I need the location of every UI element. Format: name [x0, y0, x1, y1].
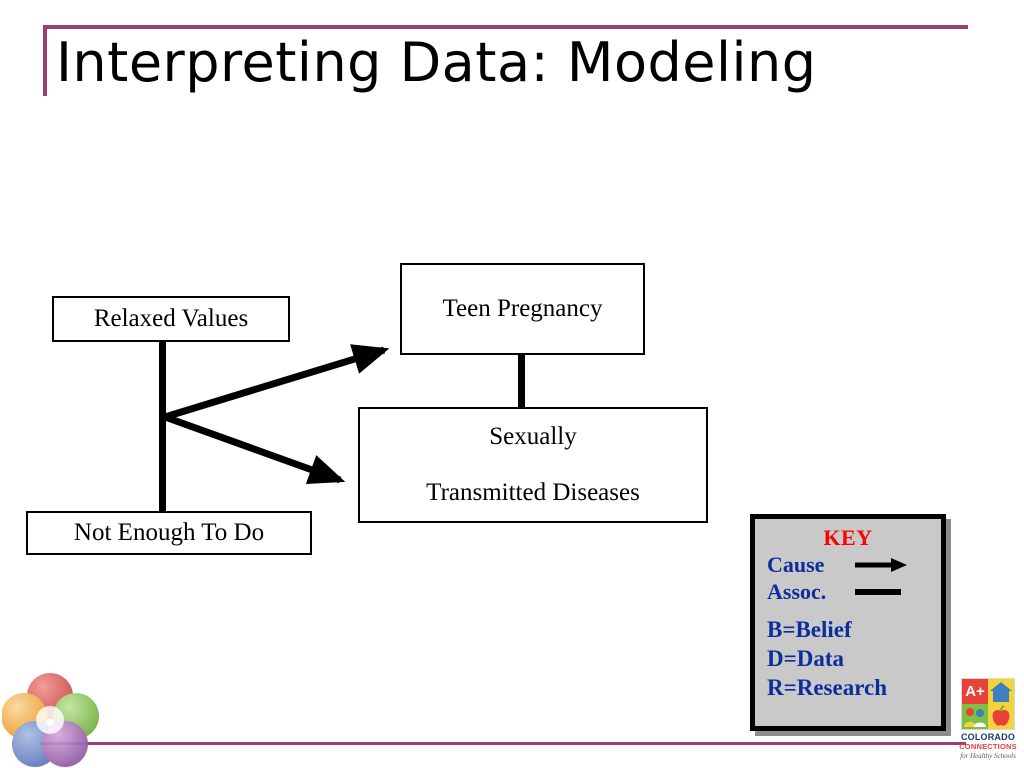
- node-std-label-line1: Sexually: [489, 423, 577, 450]
- key-title: KEY: [823, 525, 873, 550]
- title-rule-top: [43, 25, 968, 29]
- footer-rule: [40, 742, 966, 745]
- wordmark-colorado: COLORADO: [960, 732, 1016, 742]
- arrow-junction-to-std: [163, 413, 346, 485]
- node-sexually-transmitted-diseases[interactable]: Sexually Transmitted Diseases: [358, 407, 708, 523]
- node-not-enough-to-do-label: Not Enough To Do: [73, 519, 265, 546]
- key-definition-data: D=Data: [767, 646, 844, 671]
- connector-teen-pregnancy-to-std: [518, 354, 525, 408]
- colorado-connections-wordmark: COLORADO CONNECTIONS for Healthy Schools: [958, 732, 1018, 761]
- house-icon: [990, 681, 1012, 702]
- node-not-enough-to-do[interactable]: Not Enough To Do: [26, 511, 312, 555]
- node-teen-pregnancy-label: Teen Pregnancy: [442, 295, 603, 322]
- apple-icon: [992, 704, 1010, 726]
- wordmark-connections: CONNECTIONS: [959, 742, 1017, 751]
- five-petal-flower-logo: [2, 673, 99, 767]
- key-definition-research: R=Research: [767, 675, 887, 700]
- wordmark-tagline: for Healthy Schools: [960, 752, 1016, 760]
- arrow-junction-to-teen-pregnancy: [163, 344, 390, 421]
- title-rule-left: [43, 25, 47, 96]
- people-tile: [962, 704, 988, 729]
- node-relaxed-values[interactable]: Relaxed Values: [52, 296, 290, 342]
- a-plus-tile-text: A+: [965, 683, 985, 700]
- apple-tile: [988, 704, 1014, 729]
- key-row-assoc: Assoc.: [755, 578, 941, 605]
- key-row-cause: Cause: [755, 551, 941, 578]
- arrow-right-icon: [853, 556, 909, 574]
- key-label-assoc: Assoc.: [767, 579, 827, 604]
- connector-relaxed-values-to-not-enough: [159, 341, 166, 512]
- page-title: Interpreting Data: Modeling: [56, 31, 817, 94]
- key-label-cause: Cause: [767, 552, 825, 577]
- colorado-connections-tiles: A+: [961, 678, 1015, 730]
- key-legend-box[interactable]: KEY Cause Assoc. B=Belief D=Data R=Resea…: [750, 514, 946, 731]
- node-relaxed-values-label: Relaxed Values: [93, 305, 249, 332]
- people-icon: [964, 707, 986, 727]
- a-plus-tile: A+: [962, 679, 988, 704]
- line-segment-icon: [853, 583, 909, 601]
- flower-center: [36, 706, 64, 734]
- key-definition-belief: B=Belief: [767, 617, 852, 642]
- key-definitions: B=Belief D=Data R=Research: [755, 615, 941, 702]
- node-teen-pregnancy[interactable]: Teen Pregnancy: [400, 263, 645, 355]
- node-std-label-line2: Transmitted Diseases: [426, 479, 640, 506]
- colorado-connections-logo: A+ COLORADO CONNECTIONS for Healthy Scho…: [955, 678, 1021, 764]
- house-tile: [988, 679, 1014, 704]
